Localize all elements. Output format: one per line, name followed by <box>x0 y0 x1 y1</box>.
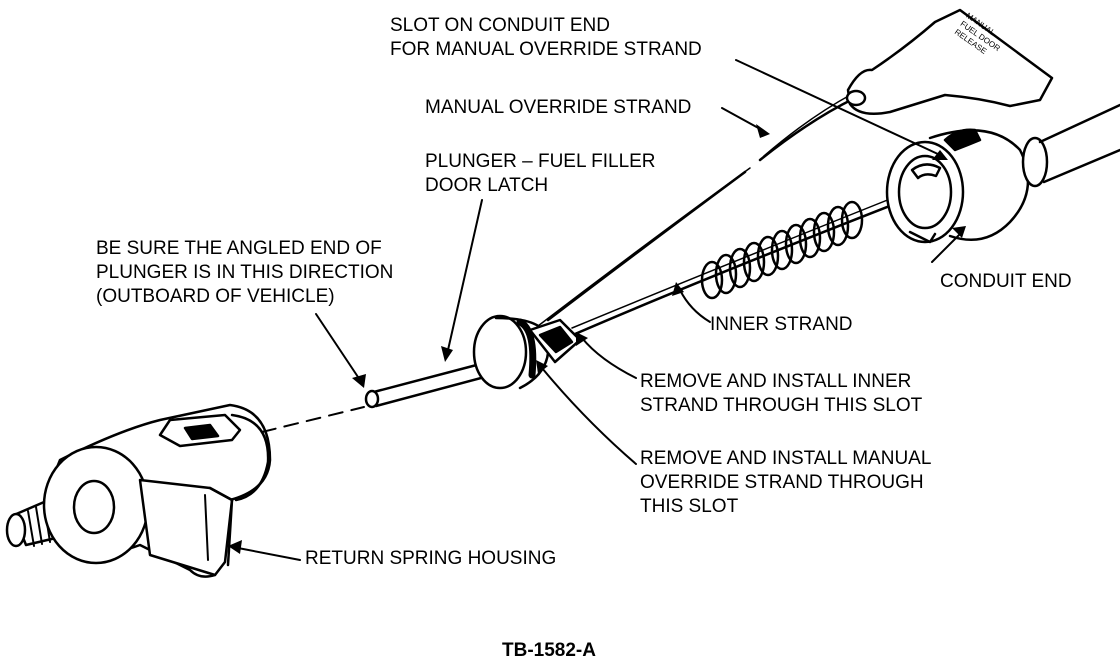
label-remove-install-manual-override: REMOVE AND INSTALL MANUAL OVERRIDE STRAN… <box>640 448 932 517</box>
label-remove-install-inner-strand: REMOVE AND INSTALL INNER STRAND THROUGH … <box>640 371 923 416</box>
arrow-heads <box>228 124 966 554</box>
label-plunger-fuel-filler-door-latch: PLUNGER – FUEL FILLER DOOR LATCH <box>425 151 656 196</box>
coil-spring <box>700 200 864 300</box>
label-angled-end-direction: BE SURE THE ANGLED END OF PLUNGER IS IN … <box>96 238 394 307</box>
leader-lines <box>237 59 963 561</box>
label-slot-on-conduit-end: SLOT ON CONDUIT END FOR MANUAL OVERRIDE … <box>390 15 702 60</box>
figure-id: TB-1582-A <box>502 640 596 661</box>
label-manual-override-strand: MANUAL OVERRIDE STRAND <box>425 97 692 118</box>
return-spring-housing <box>5 403 272 578</box>
manual-override-strand-upper <box>758 96 857 162</box>
plunger-head <box>472 314 582 390</box>
conduit-end <box>885 103 1120 244</box>
assembly-dashed-line <box>261 406 365 433</box>
inner-strand-wire <box>573 198 907 336</box>
label-inner-strand: INNER STRAND <box>710 314 853 335</box>
label-conduit-end: CONDUIT END <box>940 271 1072 292</box>
manual-override-tag <box>845 8 1054 115</box>
label-return-spring-housing: RETURN SPRING HOUSING <box>305 548 557 569</box>
